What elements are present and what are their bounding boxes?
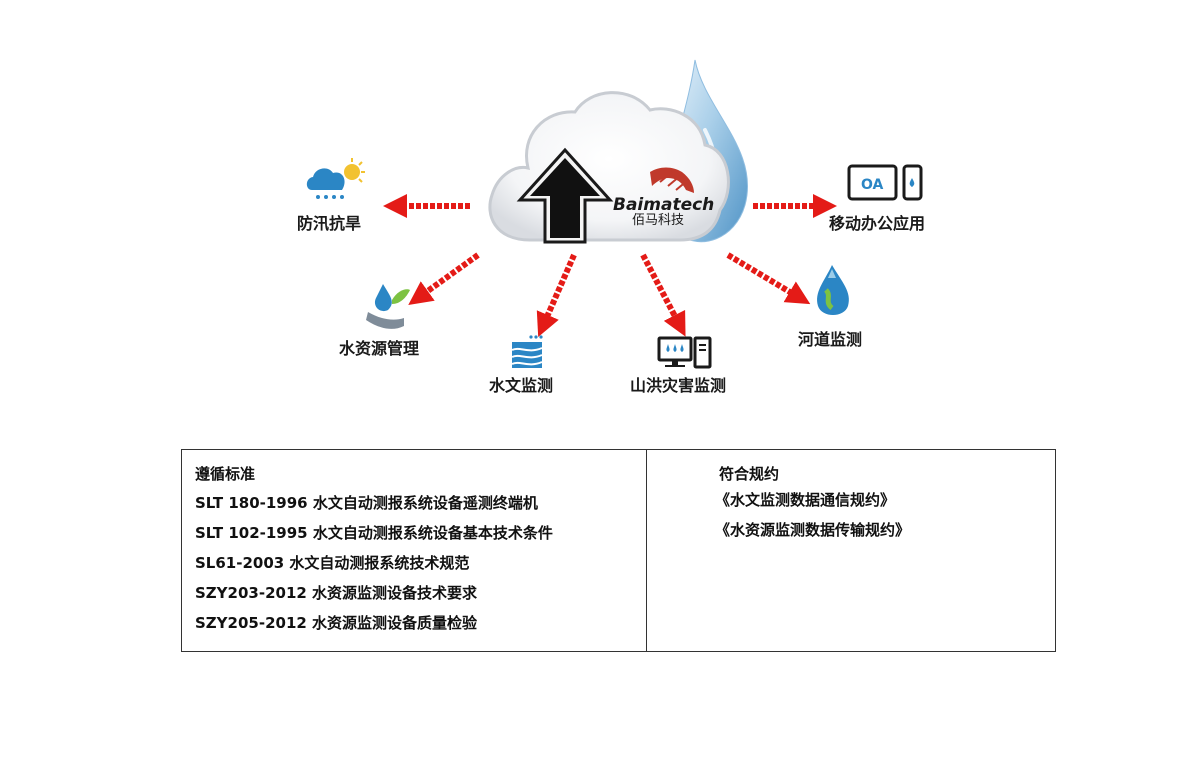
protocol-item: 《水文监测数据通信规约》 — [715, 491, 896, 509]
protocols-heading: 符合规约 — [719, 465, 780, 483]
arrow-to-hydrology — [536, 253, 577, 337]
brand-name: Baimatech — [613, 195, 714, 215]
system-diagram: Baimatech 佰马科技 防汛抗旱 OA 移 — [297, 59, 925, 395]
oa-devices-icon: OA — [847, 164, 923, 201]
protocols-column: 符合规约 《水文监测数据通信规约》 《水资源监测数据传输规约》 — [647, 450, 1055, 651]
brand-subtitle: 佰马科技 — [632, 213, 684, 228]
standards-table: 遵循标准 SLT 180-1996 水文自动测报系统设备遥测终端机 SLT 10… — [181, 449, 1056, 652]
label-mobile-office: 移动办公应用 — [829, 214, 925, 233]
label-mountain-flood: 山洪灾害监测 — [630, 376, 726, 395]
standards-column: 遵循标准 SLT 180-1996 水文自动测报系统设备遥测终端机 SLT 10… — [182, 450, 647, 651]
label-hydrology-monitoring: 水文监测 — [489, 376, 553, 395]
label-river-monitoring: 河道监测 — [798, 330, 862, 349]
arrow-to-water-resource — [408, 252, 480, 305]
standard-item: SL61-2003 水文自动测报系统技术规范 — [195, 554, 470, 572]
standard-item: SZY205-2012 水资源监测设备质量检验 — [195, 614, 478, 632]
standard-item: SLT 180-1996 水文自动测报系统设备遥测终端机 — [195, 494, 538, 512]
red-arrows — [383, 194, 837, 337]
protocol-item: 《水资源监测数据传输规约》 — [715, 521, 911, 539]
rain-cloud-icon — [306, 158, 365, 199]
arrow-to-mountain-flood — [640, 253, 686, 337]
label-water-resource-mgmt: 水资源管理 — [339, 339, 419, 358]
baimatech-logo: Baimatech 佰马科技 — [613, 167, 714, 228]
hand-water-leaf-icon — [366, 284, 410, 329]
hydrology-waves-icon — [511, 335, 543, 368]
oa-label: OA — [861, 177, 884, 193]
river-drop-icon — [817, 265, 849, 315]
upload-arrow-icon — [516, 147, 614, 244]
computer-monitor-icon — [657, 336, 712, 369]
arrow-to-river — [726, 252, 811, 305]
label-flood-drought: 防汛抗旱 — [297, 214, 361, 233]
standard-item: SZY203-2012 水资源监测设备技术要求 — [195, 584, 478, 602]
standard-item: SLT 102-1995 水文自动测报系统设备基本技术条件 — [195, 524, 553, 542]
standards-heading: 遵循标准 — [195, 465, 256, 483]
